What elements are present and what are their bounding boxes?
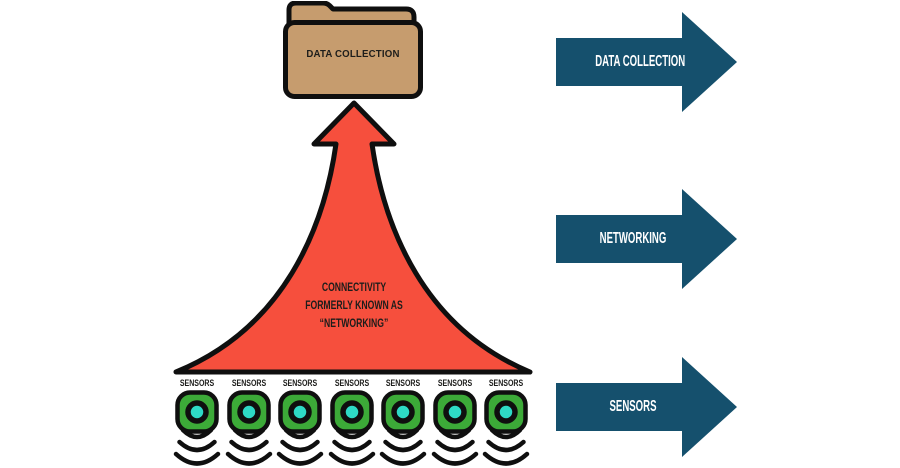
right-arrow-icon <box>556 357 737 457</box>
sensor-label: SENSORS <box>282 378 318 388</box>
signal-waves-icon <box>180 427 214 440</box>
right-arrow-icon <box>556 189 737 289</box>
sensors-row: SENSORS SENSORS SENSORS <box>173 377 530 467</box>
radio-sensor-icon <box>276 390 324 466</box>
folder-label: DATA COLLECTION <box>306 48 400 60</box>
sensor-item: SENSORS <box>431 377 479 467</box>
data-collection-folder: DATA COLLECTION <box>283 1 423 101</box>
right-arrow-icon <box>556 12 737 112</box>
sensor-label: SENSORS <box>437 378 472 388</box>
radio-sensor-icon <box>431 390 478 466</box>
sensor-item: SENSORS <box>482 377 530 467</box>
folder-icon <box>283 1 423 99</box>
sensor-label: SENSORS <box>179 378 215 388</box>
signal-waves-icon <box>283 427 317 440</box>
sensor-item: SENSORS <box>173 377 221 467</box>
stage-arrow-label: SENSORS <box>609 398 657 415</box>
funnel-caption-line: CONNECTIVITY <box>321 280 387 294</box>
sensor-item: SENSORS <box>225 377 273 467</box>
sensor-label: SENSORS <box>231 378 266 388</box>
sensor-item: SENSORS <box>328 377 376 467</box>
funnel-caption-line: “NETWORKING” <box>319 316 389 330</box>
sensor-item: SENSORS <box>276 377 324 467</box>
sensor-label: SENSORS <box>385 378 421 388</box>
signal-waves-icon <box>438 427 471 440</box>
radio-sensor-icon <box>173 390 221 466</box>
sensor-item: SENSORS <box>379 377 427 467</box>
signal-waves-icon <box>335 427 368 440</box>
funnel-caption: CONNECTIVITY FORMERLY KNOWN AS “NETWORKI… <box>254 278 454 332</box>
radio-sensor-icon <box>379 390 427 466</box>
radio-sensor-icon <box>225 390 272 466</box>
signal-waves-icon <box>386 427 420 440</box>
signal-waves-icon <box>489 427 523 440</box>
funnel-caption-line: FORMERLY KNOWN AS <box>305 298 403 312</box>
stage-arrow-sensors: SENSORS <box>556 355 740 459</box>
radio-sensor-icon <box>328 390 375 466</box>
sensor-label: SENSORS <box>334 378 369 388</box>
sensor-label: SENSORS <box>488 378 524 388</box>
signal-waves-icon <box>232 427 265 440</box>
stage-arrow-label: DATA COLLECTION <box>595 53 686 70</box>
up-arrow-funnel-icon <box>173 100 533 375</box>
stage-arrow-data-collection: DATA COLLECTION <box>556 10 740 114</box>
radio-sensor-icon <box>482 390 530 466</box>
stage-arrow-networking: NETWORKING <box>556 187 740 291</box>
stage-arrow-label: NETWORKING <box>599 230 667 247</box>
connectivity-funnel: CONNECTIVITY FORMERLY KNOWN AS “NETWORKI… <box>172 100 536 376</box>
